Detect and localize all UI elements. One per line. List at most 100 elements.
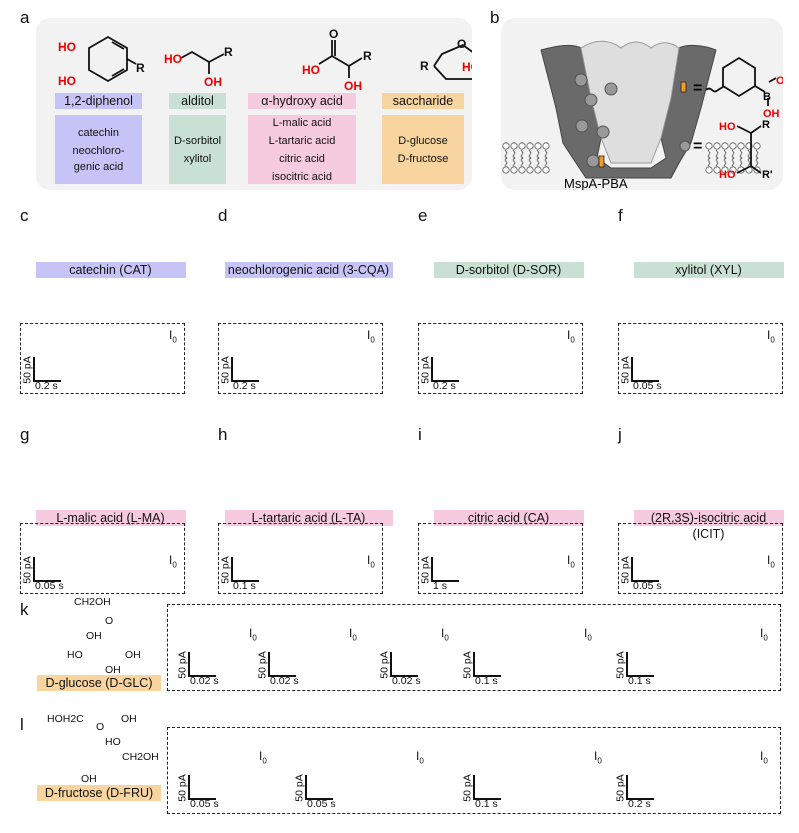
atom-label-hoh2c: HOH2C <box>46 713 85 725</box>
trace-box <box>618 523 783 594</box>
panel-label-h: h <box>218 425 228 444</box>
panel-label-b: b <box>490 8 500 27</box>
baseline-i0-label: I0I0 <box>416 749 424 765</box>
atom-label-o: O <box>104 615 115 627</box>
scale-x-label: 0.2 s <box>35 380 58 392</box>
scale-x-label: 0.05 s <box>35 580 64 592</box>
scale-y-label: 50 pA <box>176 774 189 802</box>
scale-bar-vertical <box>390 652 392 676</box>
baseline-i0-label: I0I0 <box>767 328 775 344</box>
atom-label: OH <box>776 75 783 87</box>
atom-label-oh: OH <box>85 630 103 642</box>
panel-label-l: l <box>20 715 24 734</box>
atom-label: O <box>329 27 338 41</box>
diol-molecules <box>574 73 618 168</box>
atom-label: HO <box>164 52 182 66</box>
pore-label: MspA-PBA <box>564 176 628 190</box>
class-members: catechin neochloro- genic acid <box>55 115 142 184</box>
trace-box <box>167 727 781 814</box>
scale-bar-horizontal <box>188 798 216 800</box>
scale-bar-vertical <box>431 357 433 381</box>
scale-bar-horizontal <box>268 675 296 677</box>
scale-bar-horizontal <box>473 675 501 677</box>
class-label: saccharide <box>382 93 464 109</box>
trace-box <box>618 323 783 394</box>
scale-bar-vertical <box>188 652 190 676</box>
atom-label-ho: HO <box>66 649 84 661</box>
analyte-name: xylitol (XYL) <box>633 262 784 278</box>
trace-box <box>20 323 185 394</box>
scale-y-label: 50 pA <box>461 651 474 679</box>
analyte-name: L-tartaric acid (L-TA) <box>224 510 393 526</box>
analyte-name: catechin (CAT) <box>35 262 186 278</box>
analyte-name: D-fructose (D-FRU) <box>37 785 161 801</box>
phenylboronic-acid-structure <box>705 56 777 106</box>
scale-bar-vertical <box>631 557 633 581</box>
scale-bar-horizontal <box>431 580 459 582</box>
equals-sign: = <box>693 80 702 97</box>
analyte-name: neochlorogenic acid (3-CQA) <box>224 262 393 278</box>
atom-label: R' <box>762 169 773 181</box>
i0-glyph: I0 <box>416 749 424 766</box>
analyte-name: D-sorbitol (D-SOR) <box>433 262 584 278</box>
scale-bar-horizontal <box>631 380 659 382</box>
scale-x-label: 0.1 s <box>475 798 498 810</box>
class-label: 1,2-diphenol <box>55 93 142 109</box>
i0-glyph: I0 <box>169 328 177 345</box>
scale-x-label: 0.1 s <box>233 580 256 592</box>
i0-glyph: I0 <box>760 749 768 766</box>
scale-x-label: 0.2 s <box>233 380 256 392</box>
i0-glyph: I0 <box>441 626 449 643</box>
scale-y-label: 50 pA <box>21 356 34 384</box>
atom-label: R <box>363 49 372 63</box>
baseline-i0-label: I0I0 <box>567 553 575 569</box>
panel-label-d: d <box>218 206 228 225</box>
scale-bar-horizontal <box>626 675 654 677</box>
member-name: neochloro- genic acid <box>72 144 125 173</box>
atom-label: HO <box>58 74 76 88</box>
trace-box <box>418 523 583 594</box>
member-name: D-fructose <box>397 152 449 165</box>
baseline-i0-label: I0I0 <box>249 626 257 642</box>
saccharide-structure <box>433 43 472 80</box>
scale-bar-vertical <box>473 652 475 676</box>
lipid-bilayer <box>502 142 761 174</box>
scale-bar-vertical <box>473 775 475 799</box>
member-name: catechin <box>78 126 119 139</box>
panel-label-j: j <box>618 425 622 444</box>
pba-legend-icon <box>680 81 687 93</box>
atom-label: R <box>420 59 429 73</box>
panel-label-g: g <box>20 425 30 444</box>
atom-label: R <box>136 61 145 75</box>
scale-x-label: 0.1 s <box>475 675 498 687</box>
baseline-i0-label: I0I0 <box>760 626 768 642</box>
baseline-i0-label: I0I0 <box>349 626 357 642</box>
scale-y-label: 50 pA <box>256 651 269 679</box>
scale-x-label: 0.05 s <box>633 380 662 392</box>
scale-y-label: 50 pA <box>378 651 391 679</box>
panel-label-e: e <box>418 206 428 225</box>
scale-bar-vertical <box>231 357 233 381</box>
i0-glyph: I0 <box>249 626 257 643</box>
scale-x-label: 0.05 s <box>307 798 336 810</box>
diol-structure <box>736 125 762 174</box>
member-name: D-glucose <box>398 134 448 147</box>
scale-y-label: 50 pA <box>219 356 232 384</box>
trace-box <box>218 523 383 594</box>
analyte-name: (2R,3S)-isocitric acid (ICIT) <box>633 510 784 541</box>
scale-bar-horizontal <box>188 675 216 677</box>
atom-label: O <box>457 37 466 51</box>
i0-glyph: I0 <box>567 553 575 570</box>
